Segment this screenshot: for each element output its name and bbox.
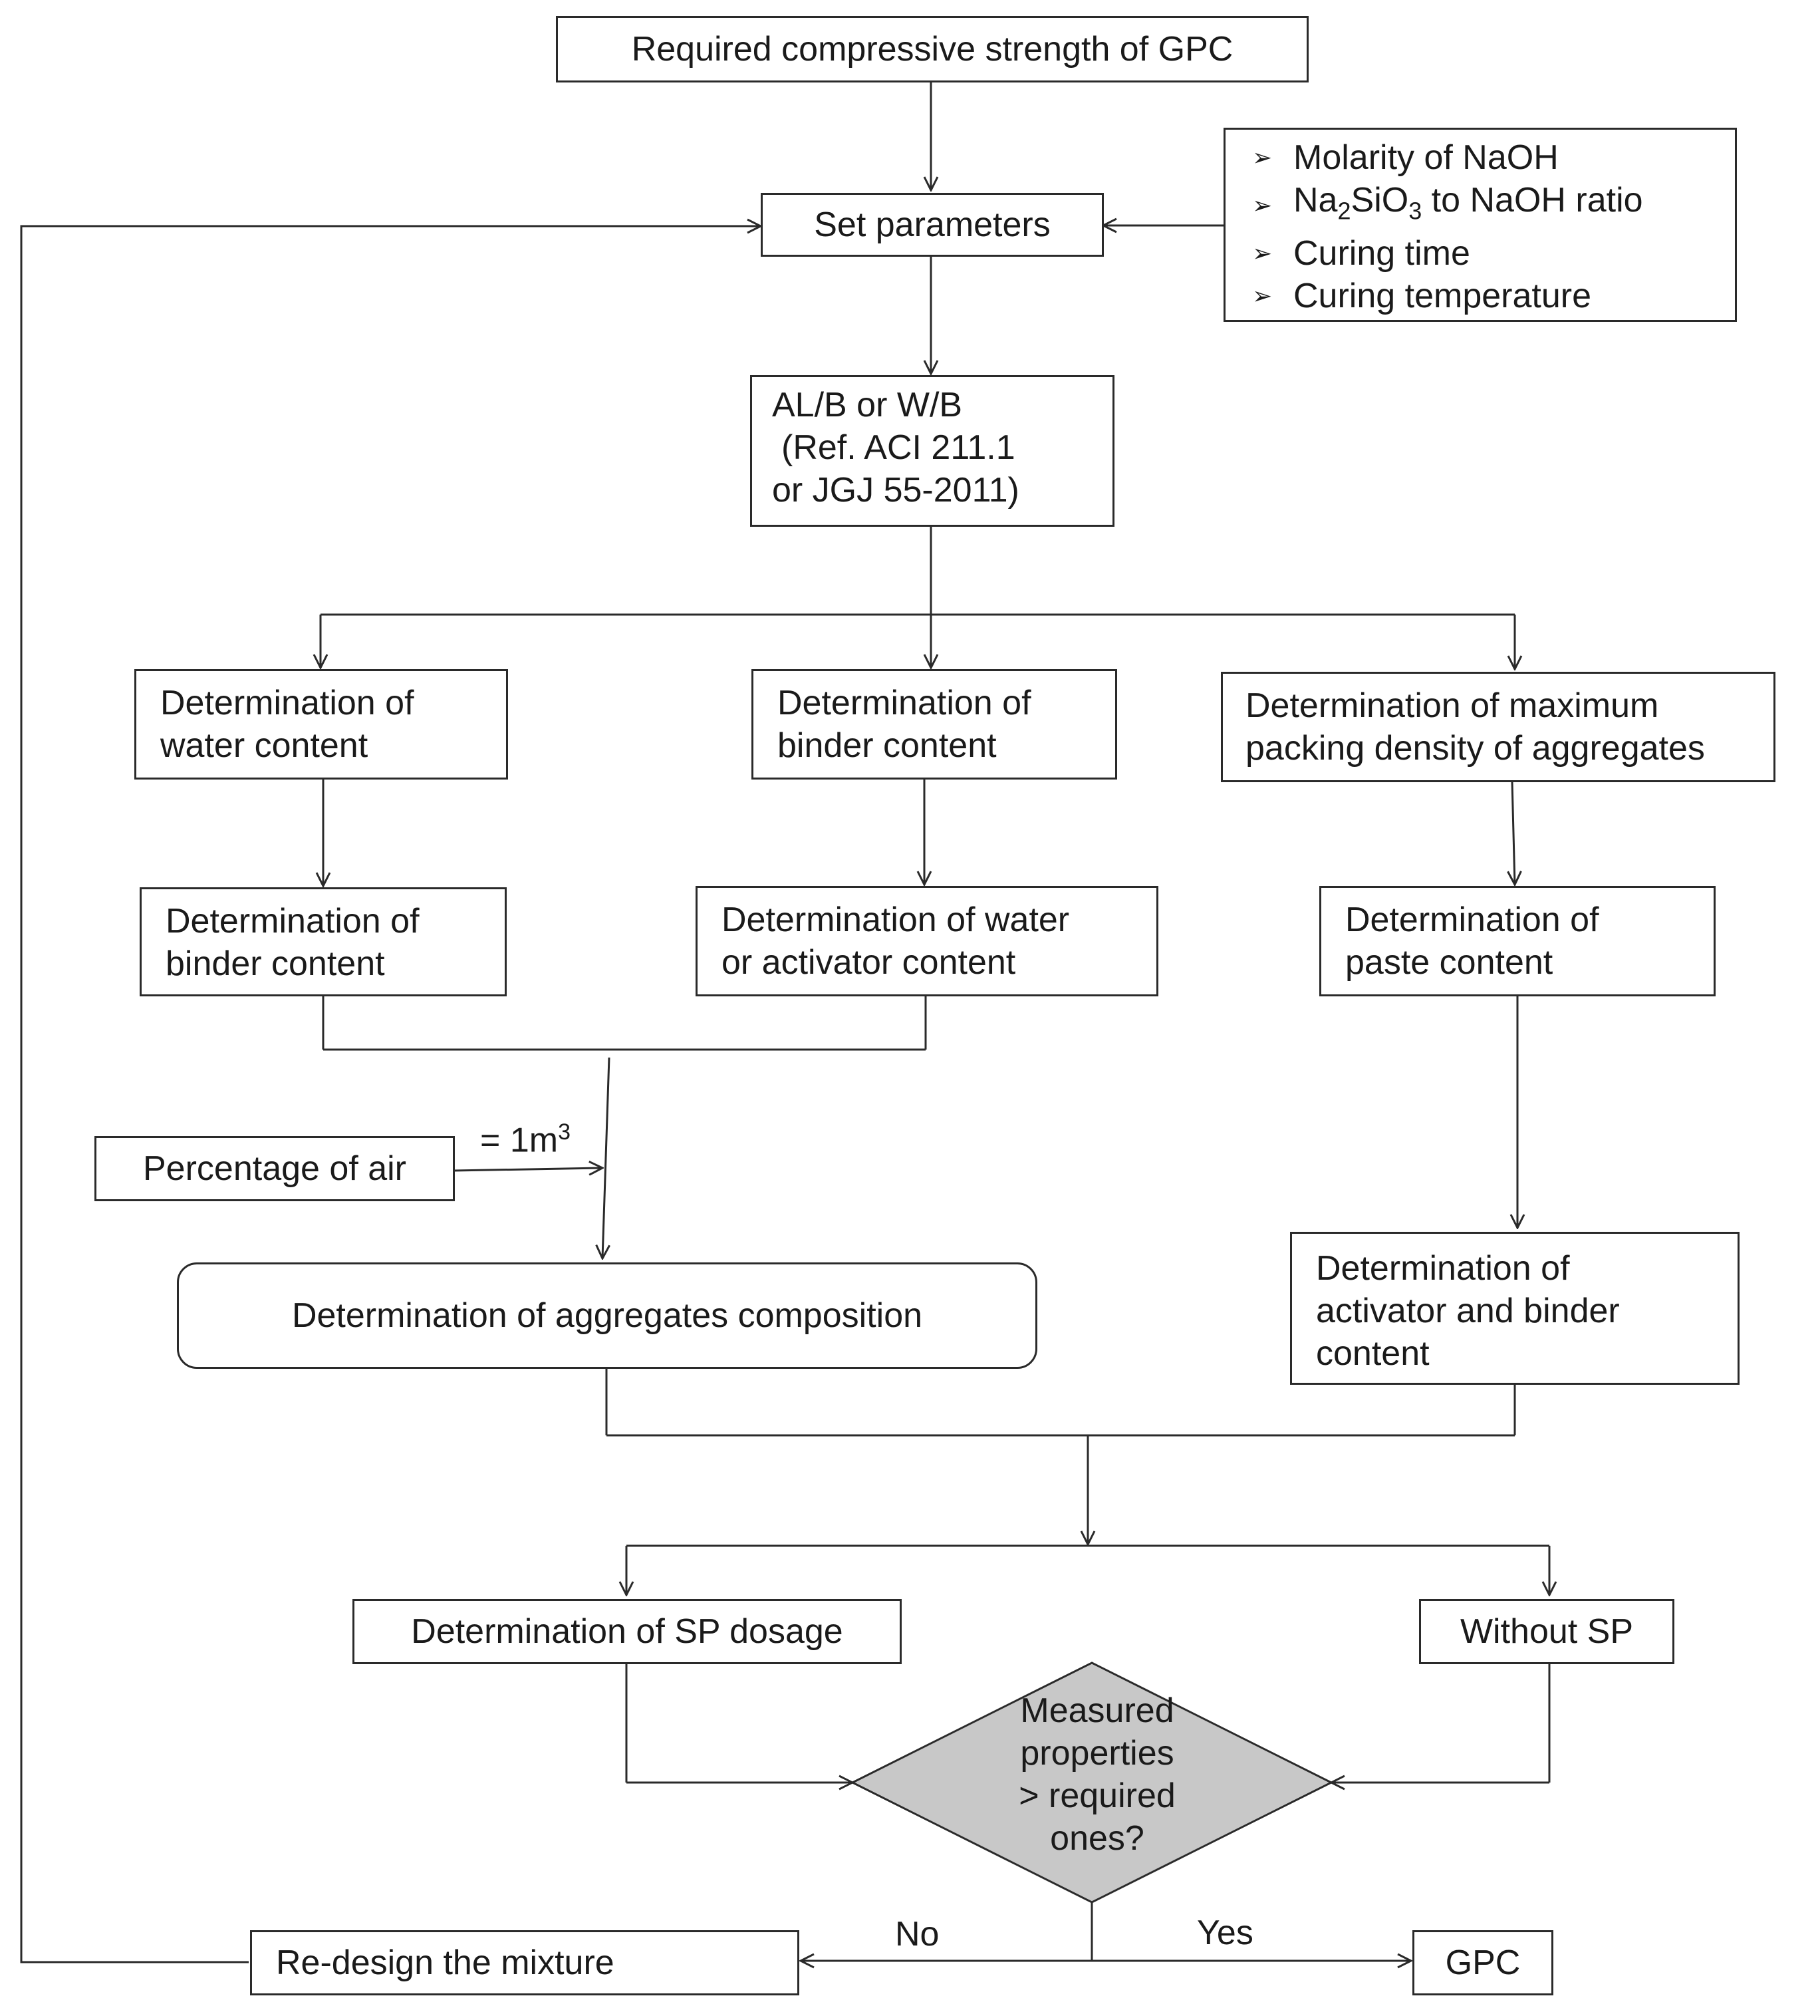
redesign-text: Re-design the mixture xyxy=(276,1944,614,1982)
arrow-bullet-icon: ➢ xyxy=(1252,282,1273,310)
without-sp-box: Without SP xyxy=(1419,1599,1674,1664)
al-wb-box: AL/B or W/B (Ref. ACI 211.1 or JGJ 55-20… xyxy=(750,375,1114,527)
volume-label: = 1m3 xyxy=(480,1112,571,1160)
arrow-bullet-icon: ➢ xyxy=(1252,192,1273,219)
parameter-item: ➢ Curing temperature xyxy=(1252,275,1708,317)
set-parameters-box: Set parameters xyxy=(761,193,1104,257)
sp-dosage-text: Determination of SP dosage xyxy=(411,1612,843,1651)
set-parameters-text: Set parameters xyxy=(814,206,1051,244)
gpc-box: GPC xyxy=(1412,1930,1553,1995)
water-content-box: Determination of water content xyxy=(134,669,508,780)
binder-content-left-line-1: Determination of xyxy=(166,902,420,940)
ratio-prefix: Na xyxy=(1293,181,1338,219)
ratio-mid: SiO xyxy=(1351,181,1409,219)
redesign-box: Re-design the mixture xyxy=(250,1930,799,1995)
no-label: No xyxy=(895,1915,940,1953)
max-packing-line-1: Determination of maximum xyxy=(1245,686,1659,725)
water-content-line-2: water content xyxy=(160,726,368,765)
percentage-air-text: Percentage of air xyxy=(142,1149,407,1188)
paste-content-line-1: Determination of xyxy=(1345,901,1599,939)
water-activator-line-2: or activator content xyxy=(721,943,1016,982)
required-strength-box: Required compressive strength of GPC xyxy=(556,16,1309,82)
arrow-merge-to-aggregates xyxy=(602,1057,609,1258)
ratio-suffix: to NaOH ratio xyxy=(1422,181,1643,219)
paste-content-box: Determination of paste content xyxy=(1319,886,1716,996)
sp-dosage-box: Determination of SP dosage xyxy=(352,1599,902,1664)
activator-binder-box: Determination of activator and binder co… xyxy=(1290,1232,1740,1385)
binder-content-mid-line-2: binder content xyxy=(777,726,997,765)
parameters-list: ➢ Molarity of NaOH ➢ Na2SiO3 to NaOH rat… xyxy=(1252,136,1708,317)
parameter-item: ➢ Na2SiO3 to NaOH ratio xyxy=(1252,179,1708,232)
parameter-item: ➢ Curing time xyxy=(1252,232,1708,275)
without-sp-text: Without SP xyxy=(1460,1612,1634,1651)
decision-line-2: properties xyxy=(1020,1734,1174,1773)
al-wb-line-3: or JGJ 55-2011) xyxy=(772,471,1019,509)
decision-line-1: Measured xyxy=(1020,1691,1174,1730)
parameter-item: ➢ Molarity of NaOH xyxy=(1252,136,1708,179)
volume-label-sup: 3 xyxy=(558,1119,571,1145)
parameter-curing-temperature: Curing temperature xyxy=(1293,277,1591,316)
decision-diamond xyxy=(850,1661,1334,1904)
aggregates-composition-text: Determination of aggregates composition xyxy=(291,1296,923,1335)
max-packing-box: Determination of maximum packing density… xyxy=(1221,672,1775,782)
ratio-sub-2: 3 xyxy=(1408,197,1422,225)
parameter-ratio: Na2SiO3 to NaOH ratio xyxy=(1293,179,1643,232)
al-wb-line-1: AL/B or W/B xyxy=(772,386,963,424)
percentage-air-box: Percentage of air xyxy=(94,1136,455,1201)
max-packing-line-2: packing density of aggregates xyxy=(1245,729,1705,768)
al-wb-line-2: (Ref. ACI 211.1 xyxy=(781,428,1015,467)
binder-content-mid-box: Determination of binder content xyxy=(751,669,1117,780)
required-strength-text: Required compressive strength of GPC xyxy=(631,30,1234,69)
binder-content-mid-line-1: Determination of xyxy=(777,684,1031,722)
decision-text: Measured properties > required ones? xyxy=(997,1689,1197,1860)
binder-content-left-box: Determination of binder content xyxy=(140,887,507,996)
arrow-bullet-icon: ➢ xyxy=(1252,239,1273,267)
binder-content-left-line-2: binder content xyxy=(166,944,385,983)
aggregates-composition-box: Determination of aggregates composition xyxy=(177,1262,1037,1369)
parameter-curing-time: Curing time xyxy=(1293,234,1470,273)
volume-label-text: = 1m xyxy=(480,1121,559,1160)
activator-binder-line-3: content xyxy=(1316,1334,1430,1373)
ratio-sub-1: 2 xyxy=(1337,197,1351,225)
water-activator-box: Determination of water or activator cont… xyxy=(696,886,1158,996)
parameters-list-box: ➢ Molarity of NaOH ➢ Na2SiO3 to NaOH rat… xyxy=(1224,128,1737,322)
yes-label: Yes xyxy=(1197,1914,1253,1952)
arrow-bullet-icon: ➢ xyxy=(1252,144,1273,171)
arrow-redesign-feedback-loop xyxy=(20,226,761,1963)
arrow-packing-to-paste xyxy=(1512,781,1515,885)
water-activator-line-1: Determination of water xyxy=(721,901,1070,939)
water-content-line-1: Determination of xyxy=(160,684,414,722)
paste-content-line-2: paste content xyxy=(1345,943,1553,982)
decision-line-4: ones? xyxy=(1050,1819,1144,1858)
arrow-air-to-merge xyxy=(453,1168,602,1171)
parameter-molarity: Molarity of NaOH xyxy=(1293,138,1559,177)
gpc-text: GPC xyxy=(1445,1944,1521,1982)
activator-binder-line-1: Determination of xyxy=(1316,1249,1570,1288)
decision-line-3: > required xyxy=(1019,1777,1176,1815)
activator-binder-line-2: activator and binder xyxy=(1316,1292,1620,1330)
